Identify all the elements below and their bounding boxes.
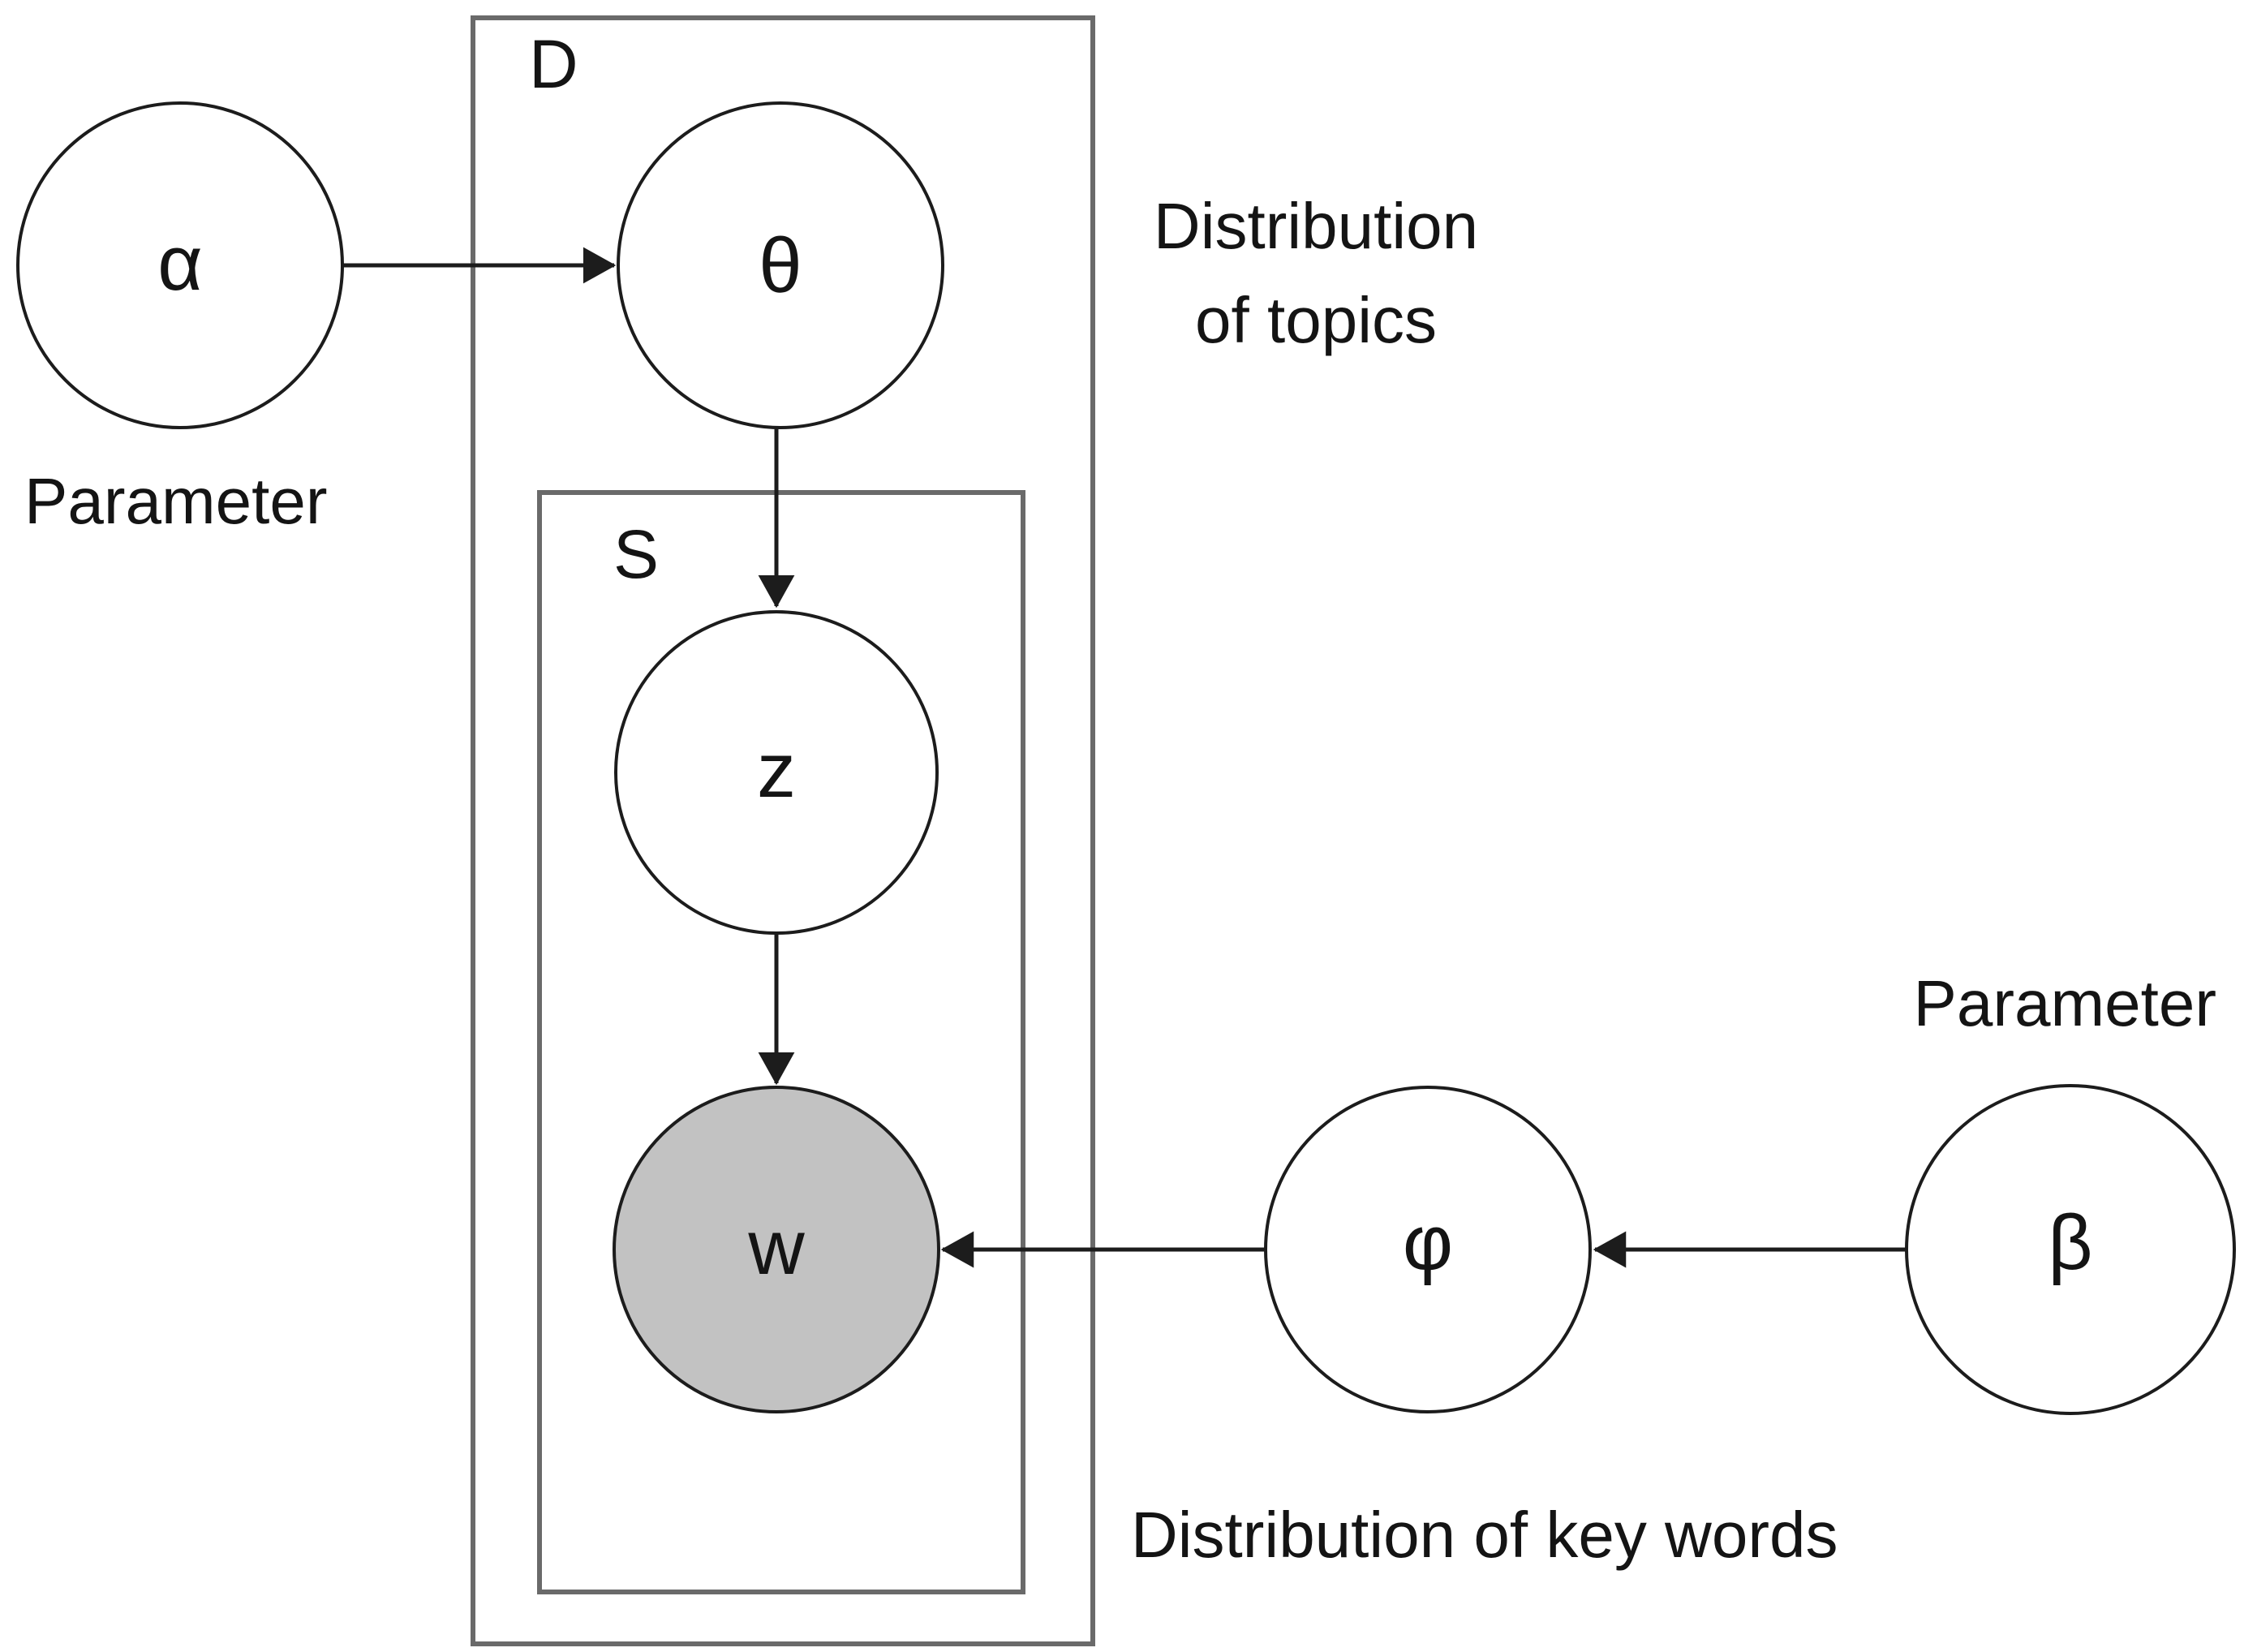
plate-D-label: D — [529, 26, 578, 102]
annotation-parameter-right: Parameter — [1914, 967, 2216, 1039]
node-theta-label: θ — [759, 222, 802, 309]
node-phi — [1264, 1086, 1592, 1413]
node-w-label: w — [747, 1204, 805, 1291]
node-z — [614, 610, 939, 935]
node-beta-label: β — [2048, 1199, 2092, 1286]
plate-S-label: S — [613, 516, 659, 592]
node-theta — [617, 101, 944, 429]
annotation-distribution-of-topics-line1: Distribution — [1154, 190, 1478, 262]
annotation-parameter-left: Parameter — [24, 465, 327, 537]
plate-S-rect — [537, 490, 1025, 1594]
node-w-shaded — [613, 1086, 940, 1413]
node-alpha-label: α — [157, 220, 203, 307]
annotation-distribution-of-key-words: Distribution of key words — [1131, 1499, 1838, 1571]
node-alpha — [16, 101, 344, 429]
node-z-label: z — [757, 727, 796, 814]
annotation-distribution-of-topics-line2: of topics — [1195, 284, 1437, 356]
node-phi-label: φ — [1403, 1199, 1453, 1286]
plate-D-rect — [471, 15, 1095, 1646]
node-beta — [1905, 1084, 2236, 1415]
